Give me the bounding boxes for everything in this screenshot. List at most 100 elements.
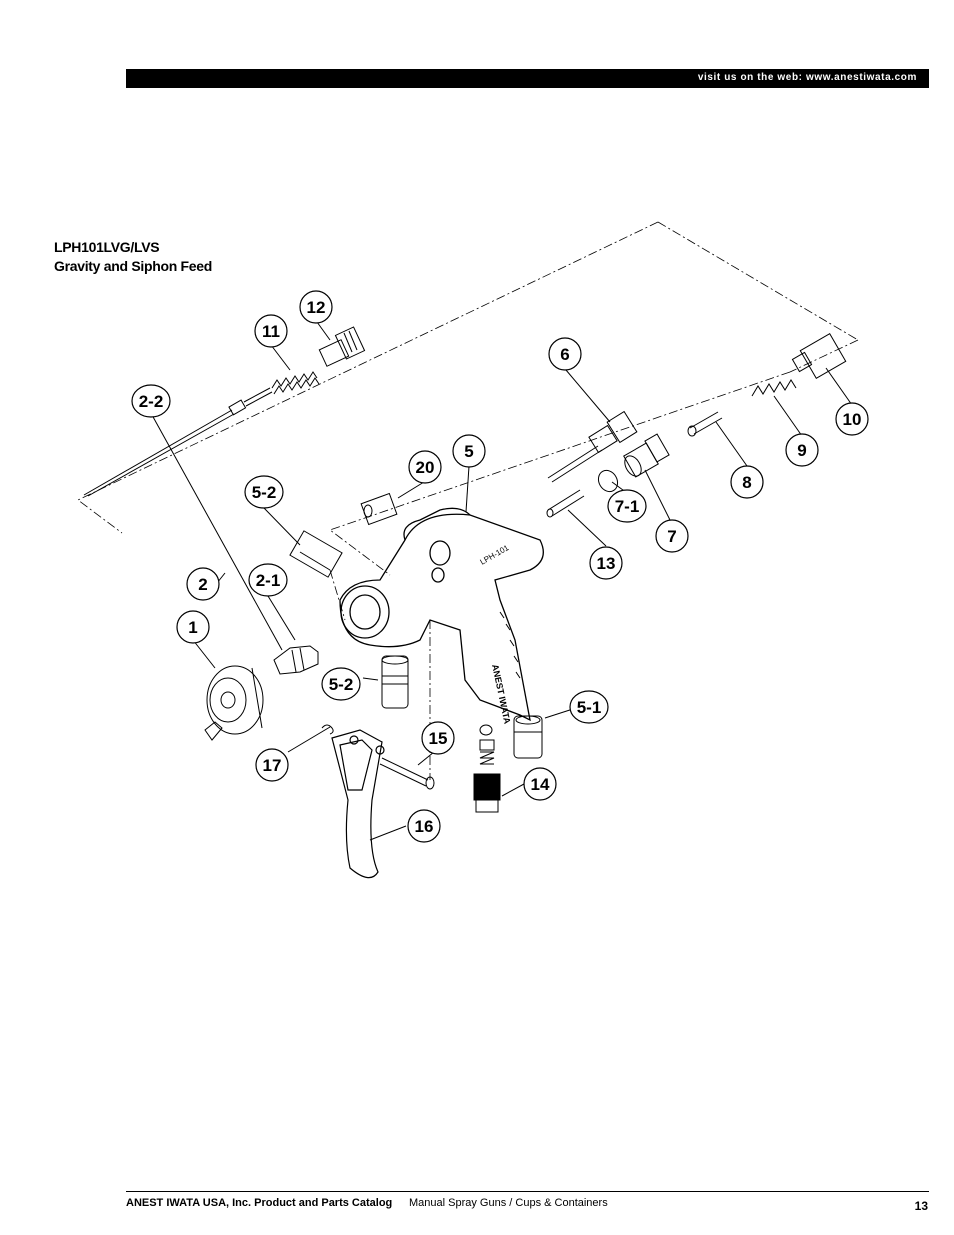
assembly-axis-fluid bbox=[329, 569, 346, 621]
callout-circle bbox=[452, 434, 486, 468]
callout-6: 6 bbox=[548, 337, 582, 371]
page-number: 13 bbox=[914, 1199, 928, 1213]
callout-circle bbox=[523, 767, 557, 801]
callout-label: 13 bbox=[597, 554, 616, 573]
footer-section: Manual Spray Guns / Cups & Containers bbox=[409, 1197, 608, 1209]
callout-15: 15 bbox=[421, 721, 455, 755]
callout-circle bbox=[244, 475, 284, 509]
callout-2-1: 2-1 bbox=[248, 563, 288, 597]
callout-circle bbox=[730, 465, 764, 499]
callout-circle bbox=[248, 563, 288, 597]
callout-label: 2-2 bbox=[139, 392, 164, 411]
air-valve-spring-part bbox=[751, 379, 797, 397]
header-bar: visit us on the web: www.anestiwata.com bbox=[126, 69, 929, 88]
air-adjust-part bbox=[791, 332, 847, 380]
callout-5-2a: 5-2 bbox=[244, 475, 284, 509]
callout-2-2: 2-2 bbox=[131, 384, 171, 418]
callout-1: 1 bbox=[176, 610, 210, 644]
needle-spring-part bbox=[271, 371, 320, 395]
callout-circle bbox=[607, 489, 647, 523]
callout-circle bbox=[299, 290, 333, 324]
callout-circle bbox=[131, 384, 171, 418]
callout-circle bbox=[835, 402, 869, 436]
callout-circle bbox=[255, 748, 289, 782]
callout-circle bbox=[785, 433, 819, 467]
trigger-pin-part bbox=[379, 757, 435, 790]
trigger-stud-part bbox=[546, 489, 585, 518]
callout-label: 20 bbox=[416, 458, 435, 477]
assembly-axis-top bbox=[657, 221, 859, 341]
assembly-axis-long bbox=[77, 221, 659, 534]
callout-circle bbox=[589, 546, 623, 580]
callout-label: 5-2 bbox=[329, 675, 354, 694]
spreader-adjust-part bbox=[473, 724, 501, 813]
callout-label: 7-1 bbox=[615, 497, 640, 516]
model-subtitle: Gravity and Siphon Feed bbox=[54, 258, 213, 274]
callout-8: 8 bbox=[730, 465, 764, 499]
callout-5-1: 5-1 bbox=[569, 690, 609, 724]
valve-seat-part bbox=[623, 433, 670, 478]
assembly-axis-mid bbox=[329, 371, 791, 576]
diagram-title: LPH101LVG/LVS Gravity and Siphon Feed bbox=[54, 238, 212, 276]
callout-13: 13 bbox=[589, 546, 623, 580]
handle-grip-marks bbox=[499, 611, 521, 679]
callout-circle bbox=[408, 450, 442, 484]
callout-label: 9 bbox=[797, 441, 806, 460]
callout-5-2b: 5-2 bbox=[321, 667, 361, 701]
callout-circle bbox=[321, 667, 361, 701]
callout-9: 9 bbox=[785, 433, 819, 467]
fluid-inlet-fitting-part bbox=[513, 715, 543, 759]
callout-2: 2 bbox=[186, 567, 220, 601]
fluid-nozzle-part bbox=[273, 645, 319, 675]
fluid-needle-part bbox=[83, 387, 273, 497]
callout-10: 10 bbox=[835, 402, 869, 436]
callout-circle bbox=[548, 337, 582, 371]
callout-14: 14 bbox=[523, 767, 557, 801]
fitting-part bbox=[360, 492, 398, 526]
callout-12: 12 bbox=[299, 290, 333, 324]
callout-circle bbox=[407, 809, 441, 843]
footer-company: ANEST IWATA USA, Inc. Product and Parts … bbox=[126, 1197, 393, 1209]
callout-circle bbox=[655, 519, 689, 553]
footer-rule bbox=[126, 1191, 929, 1192]
callout-label: 5-2 bbox=[252, 483, 277, 502]
fluid-adjust-knob-part bbox=[318, 326, 366, 367]
callout-17: 17 bbox=[255, 748, 289, 782]
fluid-nipple-upper-part bbox=[289, 530, 343, 578]
callout-circle bbox=[421, 721, 455, 755]
callout-label: 16 bbox=[415, 817, 434, 836]
air-valve-shaft-part bbox=[687, 411, 723, 437]
callout-7: 7 bbox=[655, 519, 689, 553]
trigger-part bbox=[331, 729, 385, 879]
callout-circle bbox=[176, 610, 210, 644]
clip-part bbox=[321, 724, 334, 735]
callout-circle bbox=[569, 690, 609, 724]
air-valve-part bbox=[547, 410, 638, 483]
callout-circle bbox=[254, 314, 288, 348]
o-ring-part bbox=[597, 469, 619, 493]
gun-brand-marking: ANEST IWATA bbox=[490, 663, 512, 725]
callout-circle bbox=[186, 567, 220, 601]
callout-label: 12 bbox=[307, 298, 326, 317]
callout-label: 2-1 bbox=[256, 571, 281, 590]
callout-label: 11 bbox=[262, 322, 280, 341]
website-url[interactable]: visit us on the web: www.anestiwata.com bbox=[697, 72, 917, 83]
model-title: LPH101LVG/LVS bbox=[54, 239, 160, 255]
callout-label: 14 bbox=[531, 775, 550, 794]
gun-model-marking: LPH-101 bbox=[479, 543, 511, 567]
callout-5: 5 bbox=[452, 434, 486, 468]
callout-label: 5 bbox=[464, 442, 473, 461]
callout-label: 7 bbox=[667, 527, 676, 546]
callout-label: 15 bbox=[429, 729, 448, 748]
callout-label: 1 bbox=[188, 618, 197, 637]
callout-label: 6 bbox=[560, 345, 569, 364]
gun-body-part bbox=[339, 507, 544, 722]
callout-label: 8 bbox=[742, 473, 751, 492]
callout-label: 2 bbox=[198, 575, 207, 594]
assembly-axis-10 bbox=[789, 339, 859, 373]
callout-20: 20 bbox=[408, 450, 442, 484]
air-cap-part bbox=[204, 665, 264, 741]
callout-label: 5-1 bbox=[577, 698, 602, 717]
